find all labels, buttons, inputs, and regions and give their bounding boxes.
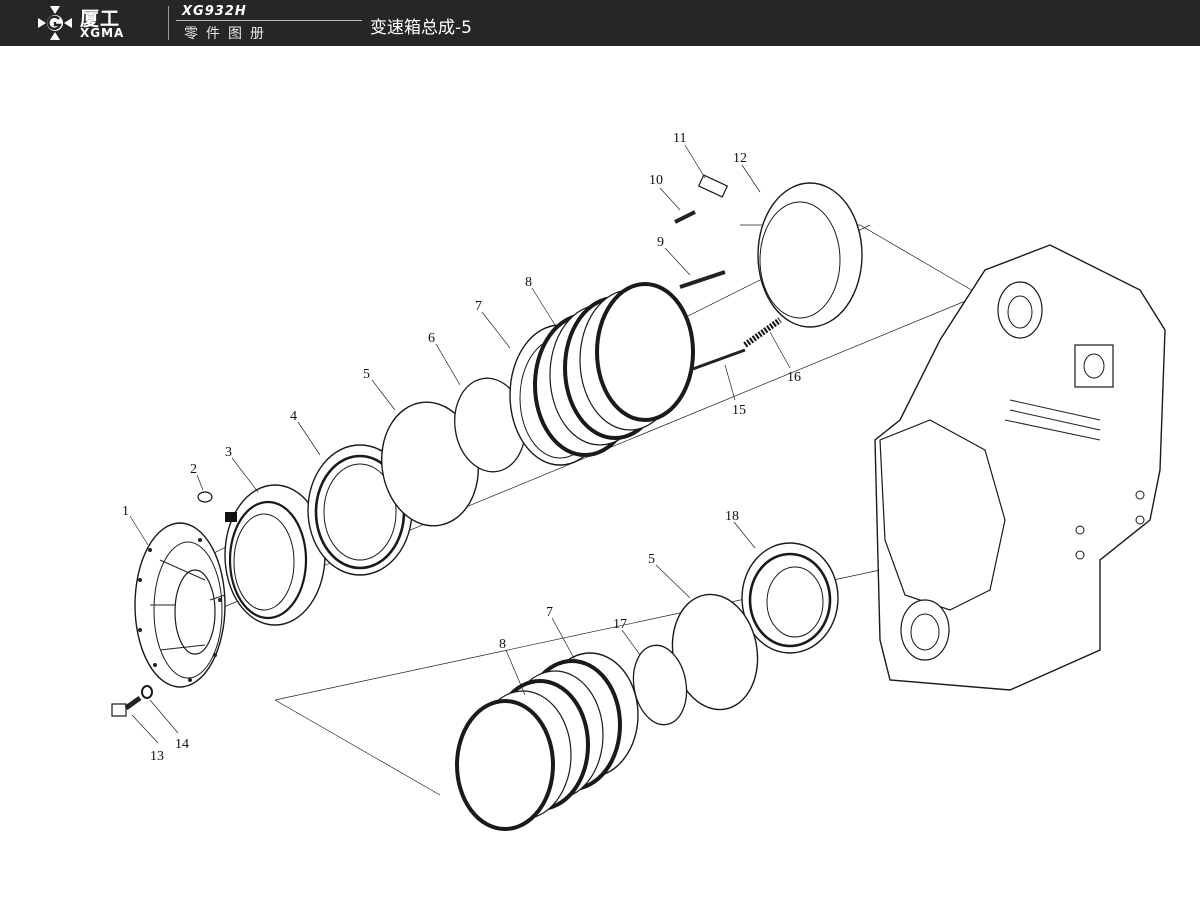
part-16-spring (743, 317, 782, 348)
part-13-bolt (111, 695, 142, 717)
callout-7-lower: 7 (546, 605, 553, 620)
callout-15: 15 (732, 403, 746, 418)
callout-18: 18 (725, 509, 739, 524)
callout-8: 8 (525, 275, 532, 290)
callout-13: 13 (150, 749, 164, 764)
part-2-oring (197, 491, 213, 503)
part-1-end-cover (134, 522, 226, 688)
header-bar: 厦工 XGMA XG932H 零件图册 变速箱总成-5 (0, 0, 1200, 46)
callout-12: 12 (733, 151, 747, 166)
callout-10: 10 (649, 173, 663, 188)
callout-8-lower: 8 (499, 637, 506, 652)
callout-3: 3 (225, 445, 232, 460)
callout-5: 5 (363, 367, 370, 382)
callout-4: 4 (290, 409, 297, 424)
part-3-piston (224, 484, 326, 626)
exploded-parts-diagram: 1 2 3 4 5 6 7 8 9 10 11 12 13 14 15 16 1… (111, 131, 1166, 831)
part-9-pin (679, 270, 726, 289)
callout-7: 7 (475, 299, 482, 314)
part-7-8-clutch-pack-lower (455, 652, 639, 831)
callout-14: 14 (175, 737, 189, 752)
xgma-logo-icon (38, 6, 72, 40)
part-15-long-pin (689, 348, 746, 372)
transmission-housing (874, 244, 1166, 691)
callout-6: 6 (428, 331, 435, 346)
brand-name-en: XGMA (80, 26, 125, 40)
callout-16: 16 (787, 370, 801, 385)
callout-2: 2 (190, 462, 197, 477)
part-12-housing-ring (757, 182, 863, 328)
part-10-small-pin (674, 210, 696, 224)
callout-5-lower: 5 (648, 552, 655, 567)
part-14-washer (141, 685, 153, 699)
catalog-subtitle: 零件图册 (184, 26, 272, 42)
brand-name-cn: 厦工 (80, 8, 121, 30)
callout-17: 17 (613, 617, 627, 632)
model-number: XG932H (182, 4, 247, 19)
callout-11: 11 (673, 131, 686, 146)
header-rule (176, 20, 362, 21)
part-11-sleeve (697, 174, 729, 198)
callout-1: 1 (122, 504, 129, 519)
callout-9: 9 (657, 235, 664, 250)
part-7-8-clutch-pack-upper (509, 282, 695, 466)
header-divider (168, 6, 169, 40)
page-title: 变速箱总成-5 (370, 18, 472, 38)
part-18-seal-plate (741, 542, 839, 654)
leader-lines (129, 144, 791, 744)
